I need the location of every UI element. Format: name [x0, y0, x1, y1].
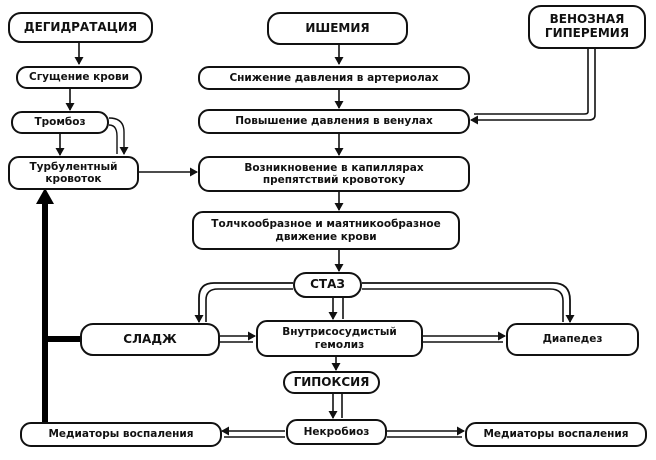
node-inflammation-mediators-left: Медиаторы воспаления [20, 422, 222, 447]
arrow-stasis-to-sludge [194, 282, 293, 323]
node-capillary-obstacles: Возникновение в капиллярах препятствий к… [198, 156, 470, 192]
node-turbulent-flow: Турбулентный кровоток [8, 156, 139, 190]
node-hypoxia: ГИПОКСИЯ [283, 371, 380, 394]
node-thrombosis: Тромбоз [11, 111, 109, 134]
node-venous-hyperemia: ВЕНОЗНАЯ ГИПЕРЕМИЯ [528, 5, 646, 49]
arrow-stasis-to-diapedesis [362, 282, 575, 323]
node-stasis: СТАЗ [293, 272, 362, 298]
arrow-hyperemia-to-venules-inner [474, 47, 589, 115]
node-necrobiosis: Некробиоз [286, 419, 387, 445]
arrow-thrombosis-curve-inner [108, 124, 118, 154]
node-diapedesis: Диапедез [506, 323, 639, 356]
node-dehydration: ДЕГИДРАТАЦИЯ [8, 12, 153, 43]
node-jerky-pendulum-flow: Толчкообразное и маятникообразное движен… [192, 211, 460, 250]
arrow-thrombosis-curve-outer [108, 117, 129, 155]
arrow-stasis-to-sludge-inner [205, 288, 293, 322]
node-sludge: СЛАДЖ [80, 323, 220, 356]
node-ischemia: ИШЕМИЯ [267, 12, 408, 45]
node-arteriole-pressure-drop: Снижение давления в артериолах [198, 66, 470, 90]
node-inflammation-mediators-right: Медиаторы воспаления [465, 422, 647, 447]
arrow-stasis-to-diapedesis-inner [362, 288, 564, 322]
feedback-arrowhead [36, 188, 54, 204]
node-venule-pressure-rise: Повышение давления в венулах [198, 109, 470, 134]
node-intravascular-hemolysis: Внутрисосудистый гемолиз [256, 320, 423, 357]
arrow-hyperemia-to-venules-outer [470, 47, 596, 125]
node-blood-thickening: Сгущение крови [16, 66, 142, 89]
